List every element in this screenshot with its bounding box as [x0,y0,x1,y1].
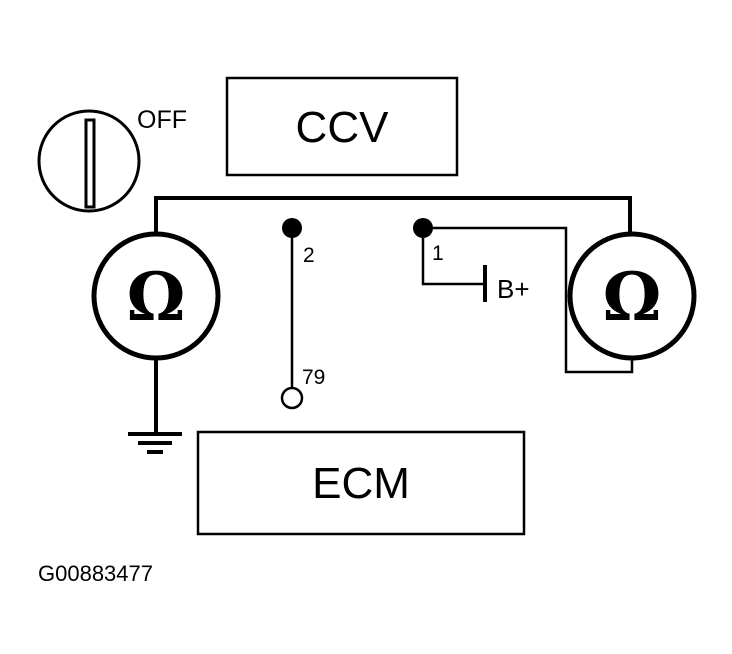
pin-1-connector [413,218,433,238]
b-plus-label: B+ [497,274,530,304]
ccv-bus-wire [154,196,632,252]
ignition-key-slot-icon [84,118,96,209]
pin-1-label: 1 [432,242,444,265]
switch-off-label: OFF [137,106,187,134]
ignition-switch: OFF [37,106,187,213]
ecm-module: ECM [196,430,526,536]
ecm-pin-79-label: 79 [302,366,325,389]
ecm-pin-79-terminal [280,386,304,410]
pin-1-supply-wire [421,238,484,286]
ecm-label: ECM [312,459,410,508]
ccv-box [225,76,459,177]
right-ohmmeter: Ω [567,231,697,361]
ground-icon [128,432,182,454]
pin-2-connector [282,218,302,238]
right-ohmmeter-circle [567,231,697,361]
ccv-label: CCV [296,103,390,152]
ccv-module: CCV [225,76,459,177]
ecm-box [196,430,526,536]
pin-1-meter-wire [432,226,634,374]
left-ohmmeter-icon: Ω [127,258,186,336]
figure-id: G00883477 [38,561,153,586]
left-ohmmeter: Ω [91,231,221,361]
pin-2-label: 2 [303,244,315,267]
right-ohmmeter-icon: Ω [603,258,662,336]
